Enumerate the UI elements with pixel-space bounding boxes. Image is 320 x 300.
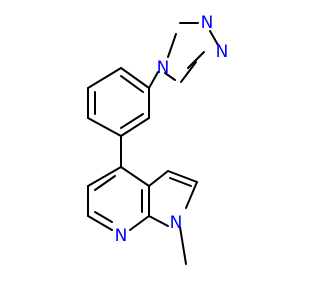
bond	[167, 33, 177, 58]
bond	[164, 72, 176, 81]
atom-label-nitrogen: N	[170, 213, 183, 233]
bond	[94, 211, 113, 223]
bond	[167, 170, 198, 183]
bond	[148, 170, 169, 187]
bond	[169, 177, 192, 187]
bond	[180, 61, 197, 83]
bond	[87, 215, 113, 231]
atom-labels: N N N N N	[115, 13, 229, 246]
bond	[209, 30, 219, 46]
bond	[87, 117, 122, 137]
bond	[94, 175, 116, 191]
bond	[179, 226, 187, 265]
bond	[87, 67, 122, 89]
bond	[120, 75, 144, 93]
bond	[129, 215, 150, 231]
molecule-structure: N N N N N	[87, 13, 229, 265]
bonds	[87, 22, 219, 265]
atom-label-nitrogen: N	[201, 13, 214, 33]
bond	[187, 51, 205, 69]
bond	[148, 215, 169, 227]
bond	[87, 166, 122, 187]
bond	[120, 67, 150, 89]
bond	[120, 117, 150, 137]
bond	[148, 71, 159, 89]
bond	[120, 113, 144, 129]
bond	[185, 181, 198, 209]
atom-label-nitrogen: N	[157, 58, 170, 78]
atom-label-nitrogen: N	[216, 42, 229, 62]
bond	[120, 166, 150, 187]
atom-label-nitrogen: N	[115, 226, 128, 246]
